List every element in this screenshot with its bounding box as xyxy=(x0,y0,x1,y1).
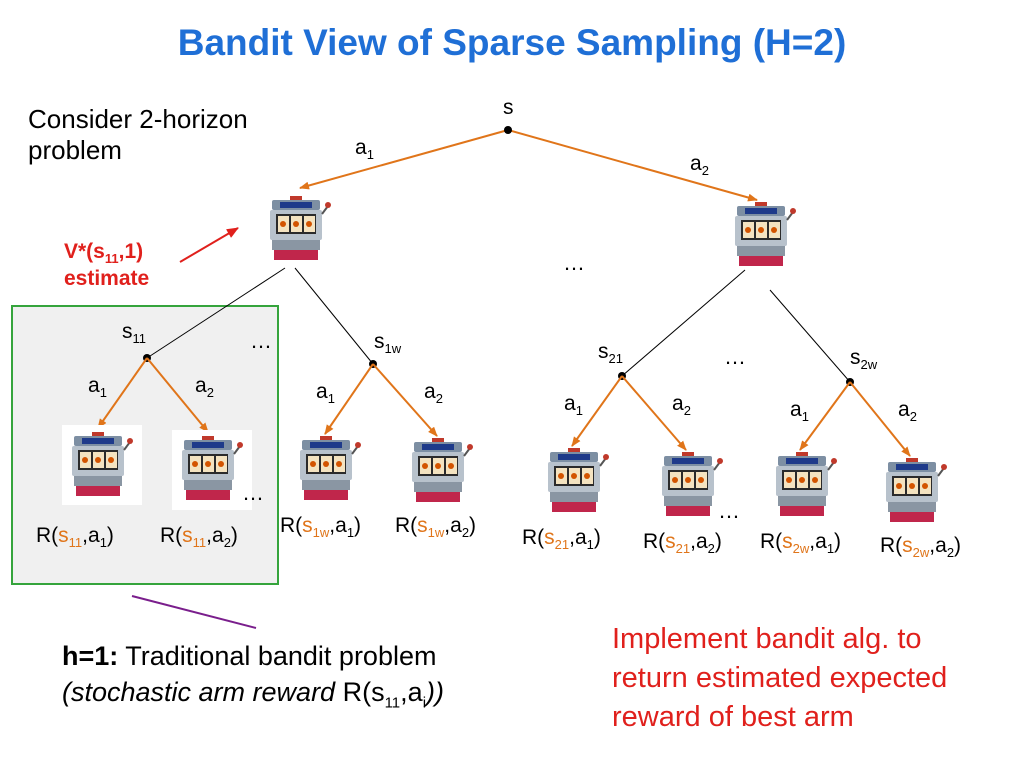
root-node xyxy=(504,126,512,134)
intro-line-1: Consider 2-horizon xyxy=(28,104,248,134)
slot-machine-icon xyxy=(661,451,724,517)
state-label-s2w: s2w xyxy=(850,346,878,373)
action-label: a2 xyxy=(898,398,917,425)
slot-machine-icon xyxy=(299,435,362,501)
slot-machine-icon xyxy=(547,447,610,513)
vstar-estimate-label: V*(s11,1) estimate xyxy=(64,240,150,291)
state-label-s21: s21 xyxy=(598,340,623,367)
ellipsis: … xyxy=(250,328,272,353)
state-label-s1w: s1w xyxy=(374,330,402,357)
root-state-label: s xyxy=(503,96,514,119)
action-label: a1 xyxy=(564,392,583,419)
intro-line-2: problem xyxy=(28,135,122,166)
action-label: a1 xyxy=(790,398,809,425)
edge-root-a2 xyxy=(507,129,758,202)
ellipsis: … xyxy=(242,480,264,505)
page-title: Bandit View of Sparse Sampling (H=2) xyxy=(177,22,847,63)
action-label: a2 xyxy=(672,392,691,419)
action-label: a1 xyxy=(355,136,374,163)
vstar-arrow xyxy=(179,227,239,263)
ellipsis: … xyxy=(563,250,585,275)
edge-b2-s21 xyxy=(621,269,746,377)
h1-bold: h=1: xyxy=(62,641,119,671)
slot-machine-icon xyxy=(734,201,797,267)
action-label: a1 xyxy=(88,374,107,401)
edge-b1-s11 xyxy=(146,267,286,359)
reward-label: R(s21,a1) xyxy=(522,526,601,553)
edge-b1-s1w xyxy=(294,267,374,365)
action-label: a2 xyxy=(690,152,709,179)
slot-machine-icon xyxy=(885,457,948,523)
reward-label: R(s11,a1) xyxy=(36,524,114,551)
slot-machine-icon xyxy=(775,451,838,517)
reward-label: R(s2w,a1) xyxy=(760,530,842,557)
reward-label: R(s11,a2) xyxy=(160,524,238,551)
ellipsis: … xyxy=(718,498,740,523)
intro-text: Consider 2-horizon problem xyxy=(28,104,248,166)
reward-label: R(s1w,a1) xyxy=(280,514,362,541)
slot-machine-icon xyxy=(411,437,474,503)
action-label: a2 xyxy=(195,374,214,401)
state-label-s11: s11 xyxy=(122,320,146,347)
reward-label: R(s1w,a2) xyxy=(395,514,477,541)
slot-machine-icon xyxy=(269,195,332,261)
action-label: a2 xyxy=(424,380,443,407)
ellipsis: … xyxy=(724,344,746,369)
h1-connector-line xyxy=(131,595,257,629)
h1-caption: h=1: Traditional bandit problem (stochas… xyxy=(62,641,445,712)
edge-root-a1 xyxy=(299,129,509,190)
reward-label: R(s21,a2) xyxy=(643,530,722,557)
edge-b2-s2w xyxy=(769,289,851,383)
action-label: a1 xyxy=(316,380,335,407)
implement-note: Implement bandit alg. to return estimate… xyxy=(612,623,948,734)
reward-label: R(s2w,a2) xyxy=(880,534,962,561)
